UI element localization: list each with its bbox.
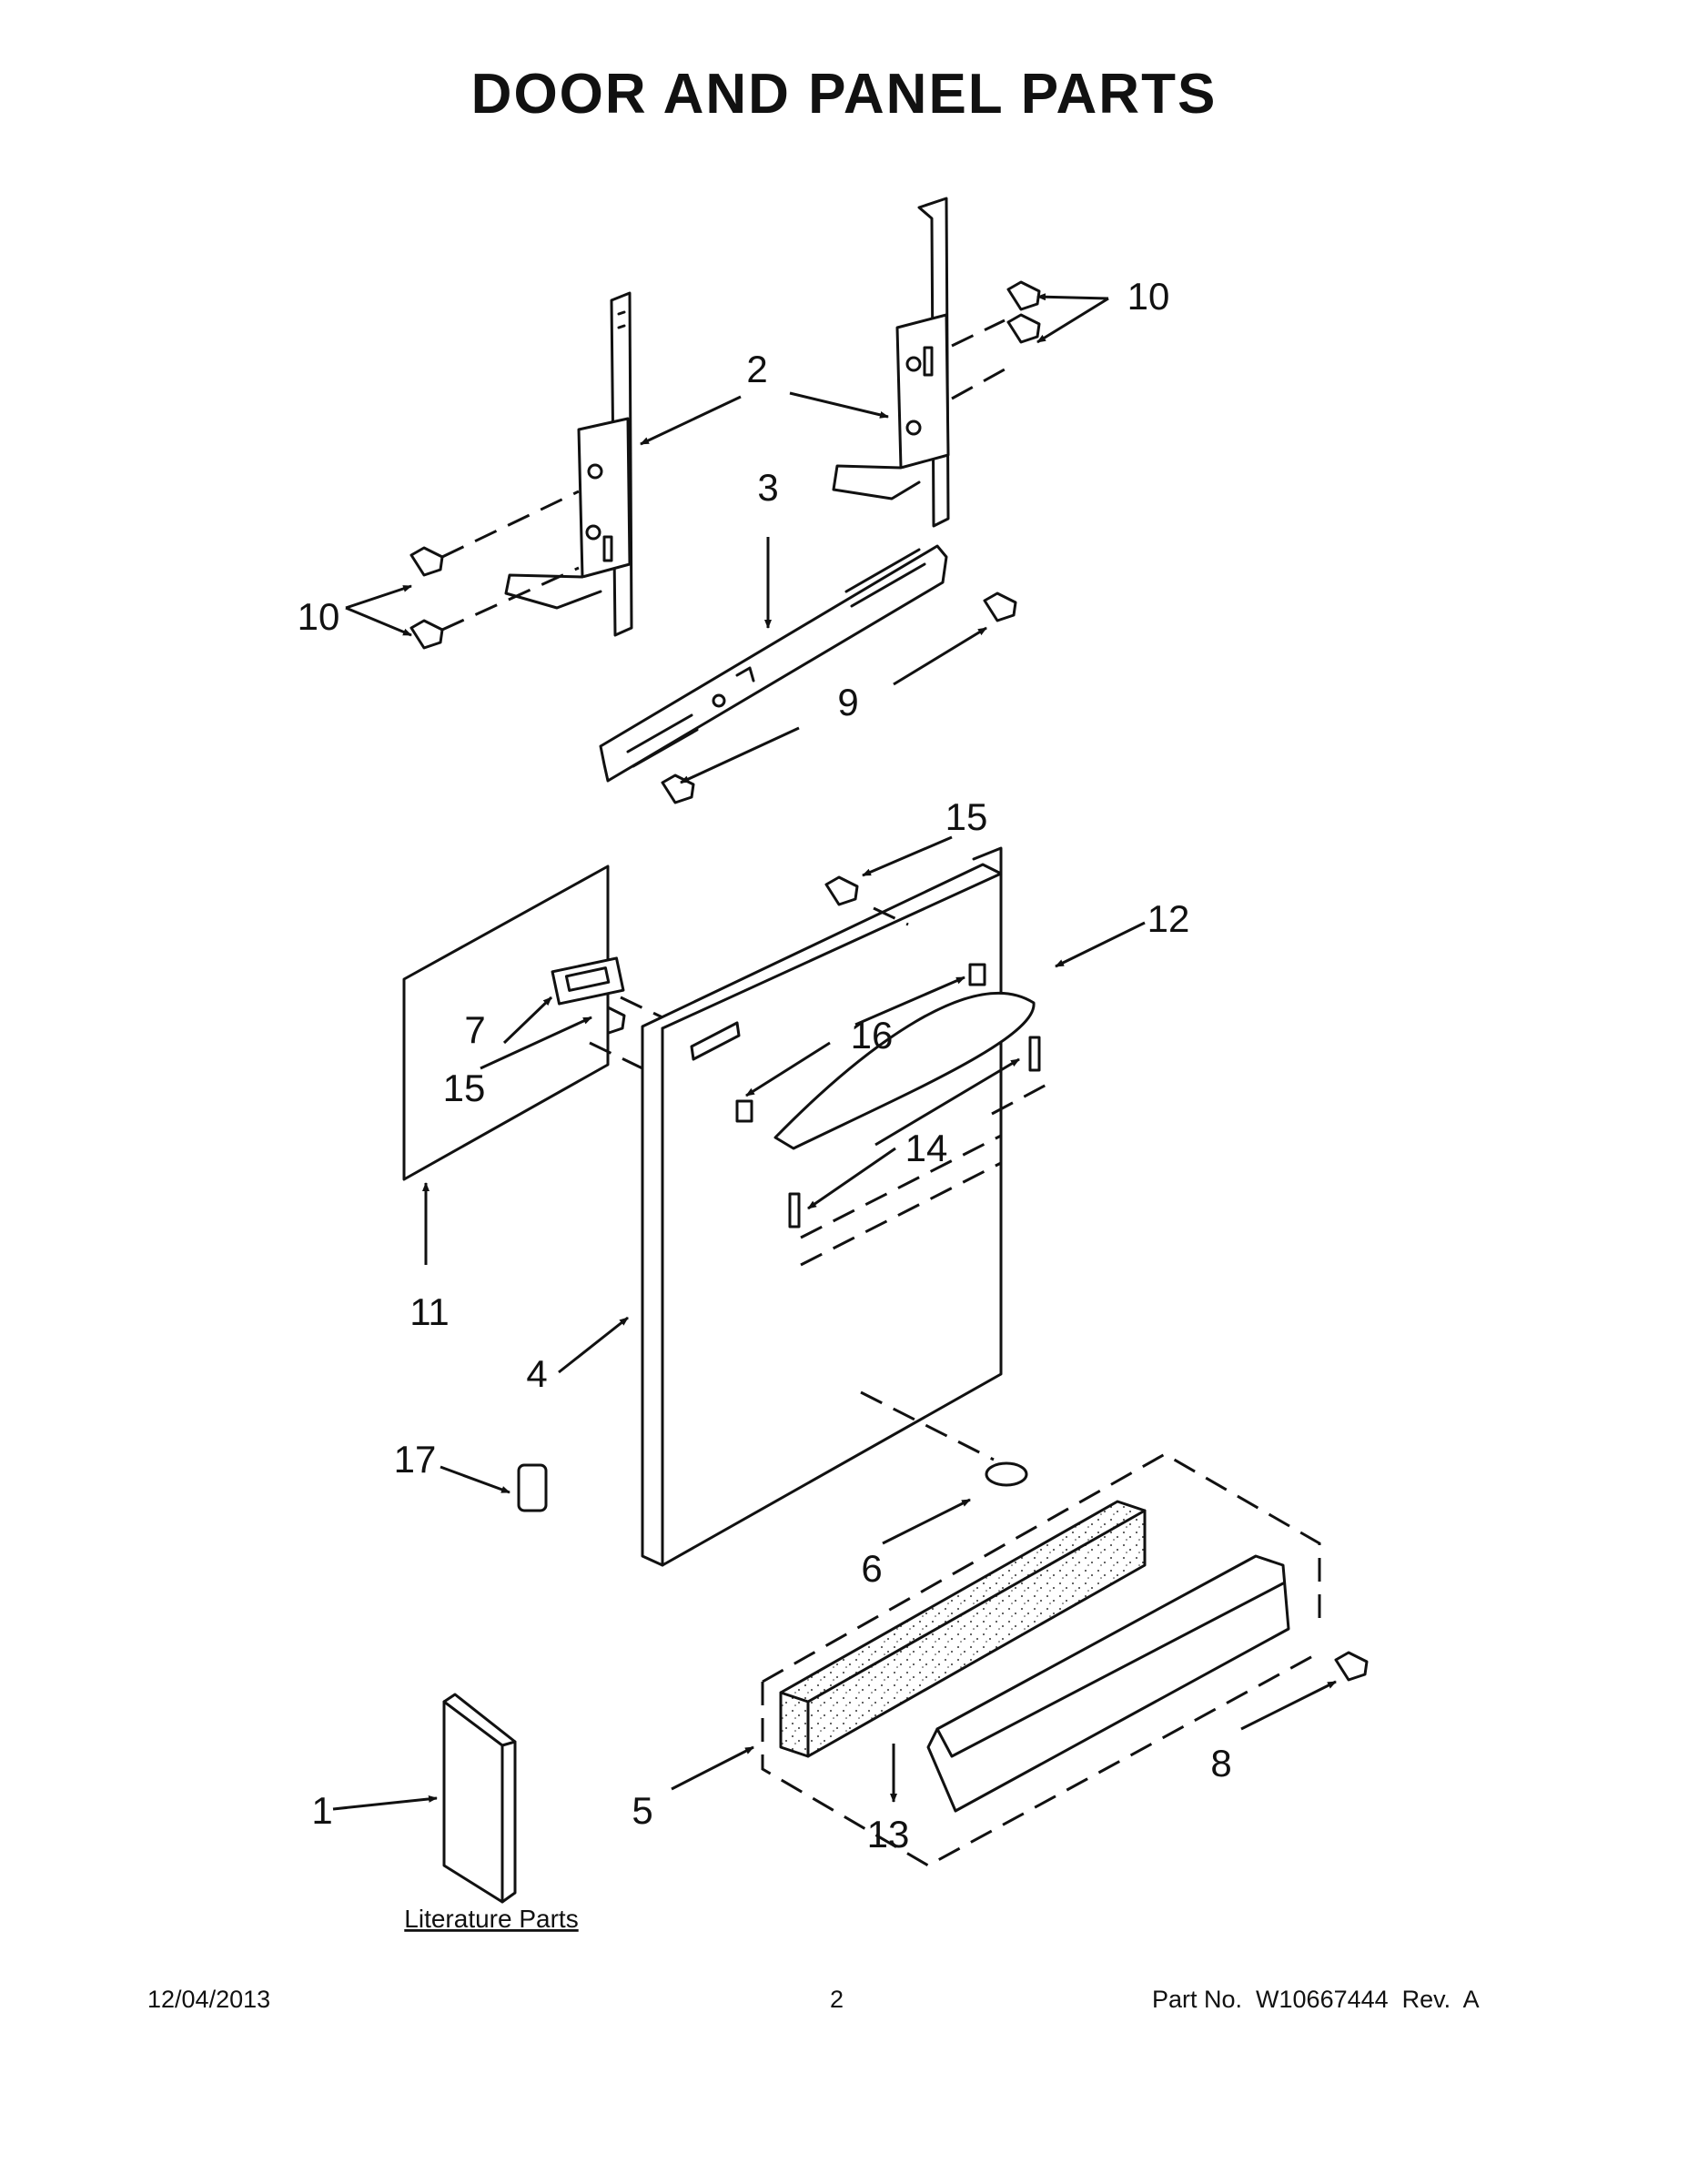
right-hinge-bracket [832,197,950,528]
page-title: DOOR AND PANEL PARTS [470,63,1218,126]
callout-2: 2 [746,348,767,390]
callout-5: 5 [632,1789,652,1832]
callout-17: 17 [394,1438,437,1481]
handle-spacers [735,963,1041,1228]
footer-part-number: Part No. W10667444 Rev. A [1152,1986,1480,2013]
access-panel [926,1554,1290,1813]
access-plug [985,1461,1028,1487]
footer-date: 12/04/2013 [147,1986,271,2013]
callout-1: 1 [311,1789,332,1832]
left-hinge-bracket [504,291,633,637]
callout-10-right: 10 [1127,275,1170,318]
footer-page-number: 2 [830,1986,844,2013]
outer-door-panel [641,846,1003,1567]
callout-leaders [332,293,1337,1811]
handle-bracket [551,956,625,1006]
callout-15-left: 15 [443,1067,486,1109]
callout-6: 6 [861,1547,882,1590]
callout-8: 8 [1210,1742,1231,1785]
callout-4: 4 [526,1352,547,1395]
callout-7: 7 [464,1008,485,1051]
dashed-guides [441,318,1321,1867]
callout-14: 14 [905,1127,948,1169]
callout-13: 13 [867,1813,910,1855]
callout-9: 9 [837,681,858,723]
insulation-blanket [402,864,610,1181]
callout-10-left: 10 [298,595,340,638]
callout-16: 16 [851,1014,894,1057]
literature-booklet [442,1693,517,1904]
door-button [517,1463,548,1512]
callout-12: 12 [1147,897,1190,940]
callout-labels: 2 10 10 3 9 15 12 7 15 16 14 11 4 17 6 1… [298,275,1232,1855]
callout-15-top: 15 [945,795,988,838]
door-support-rail [599,544,948,783]
literature-parts-label: Literature Parts [404,1905,578,1933]
callout-11: 11 [409,1290,450,1333]
toe-panel-insulation [779,1500,1147,1758]
door-handle [773,992,1036,1150]
callout-3: 3 [757,466,778,509]
